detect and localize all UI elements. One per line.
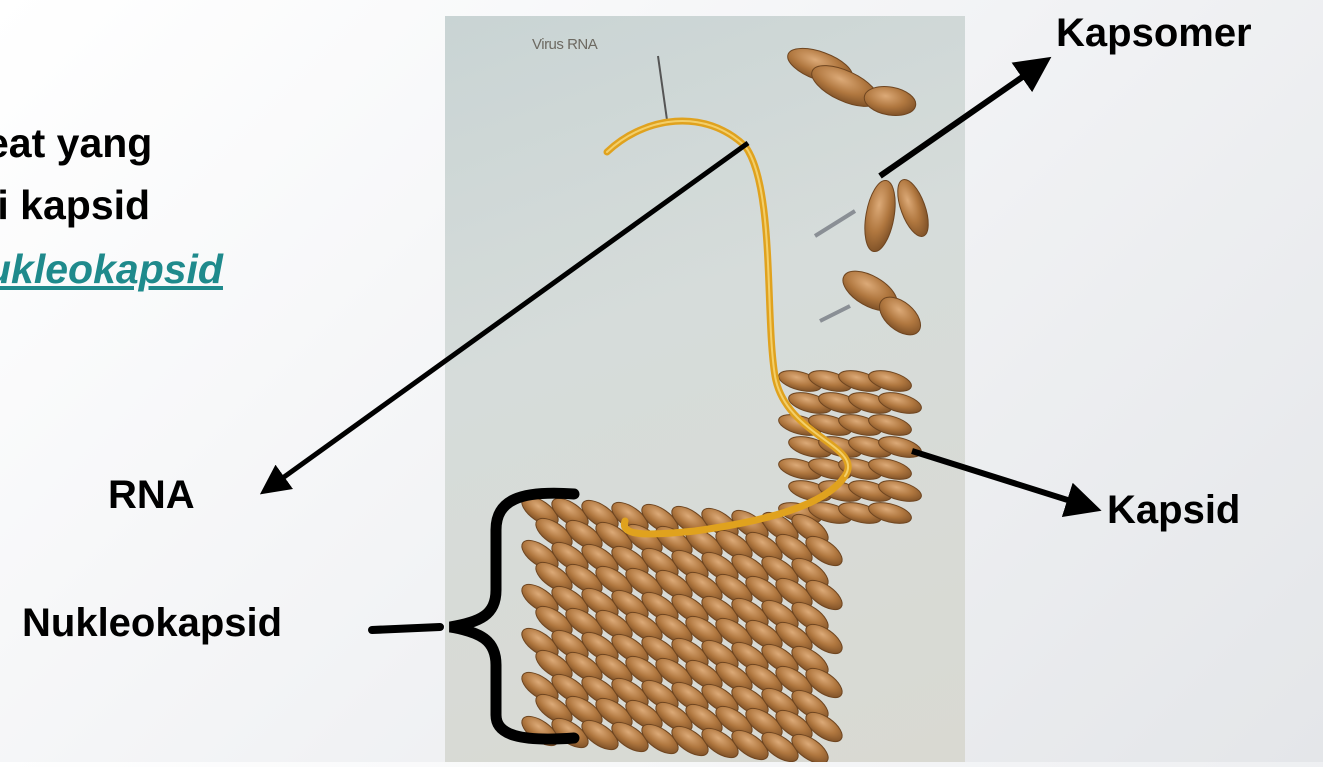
label-rna: RNA — [108, 472, 195, 518]
kapsid-arrow — [912, 451, 1093, 508]
label-kapsomer: Kapsomer — [1056, 10, 1252, 56]
kapsomer-arrow — [880, 62, 1044, 176]
label-kapsid: Kapsid — [1107, 487, 1240, 533]
label-nukleokapsid: Nukleokapsid — [22, 600, 282, 646]
brace-tail — [372, 627, 440, 630]
nukleokapsid-brace — [450, 493, 574, 739]
rna-arrow — [266, 143, 748, 490]
